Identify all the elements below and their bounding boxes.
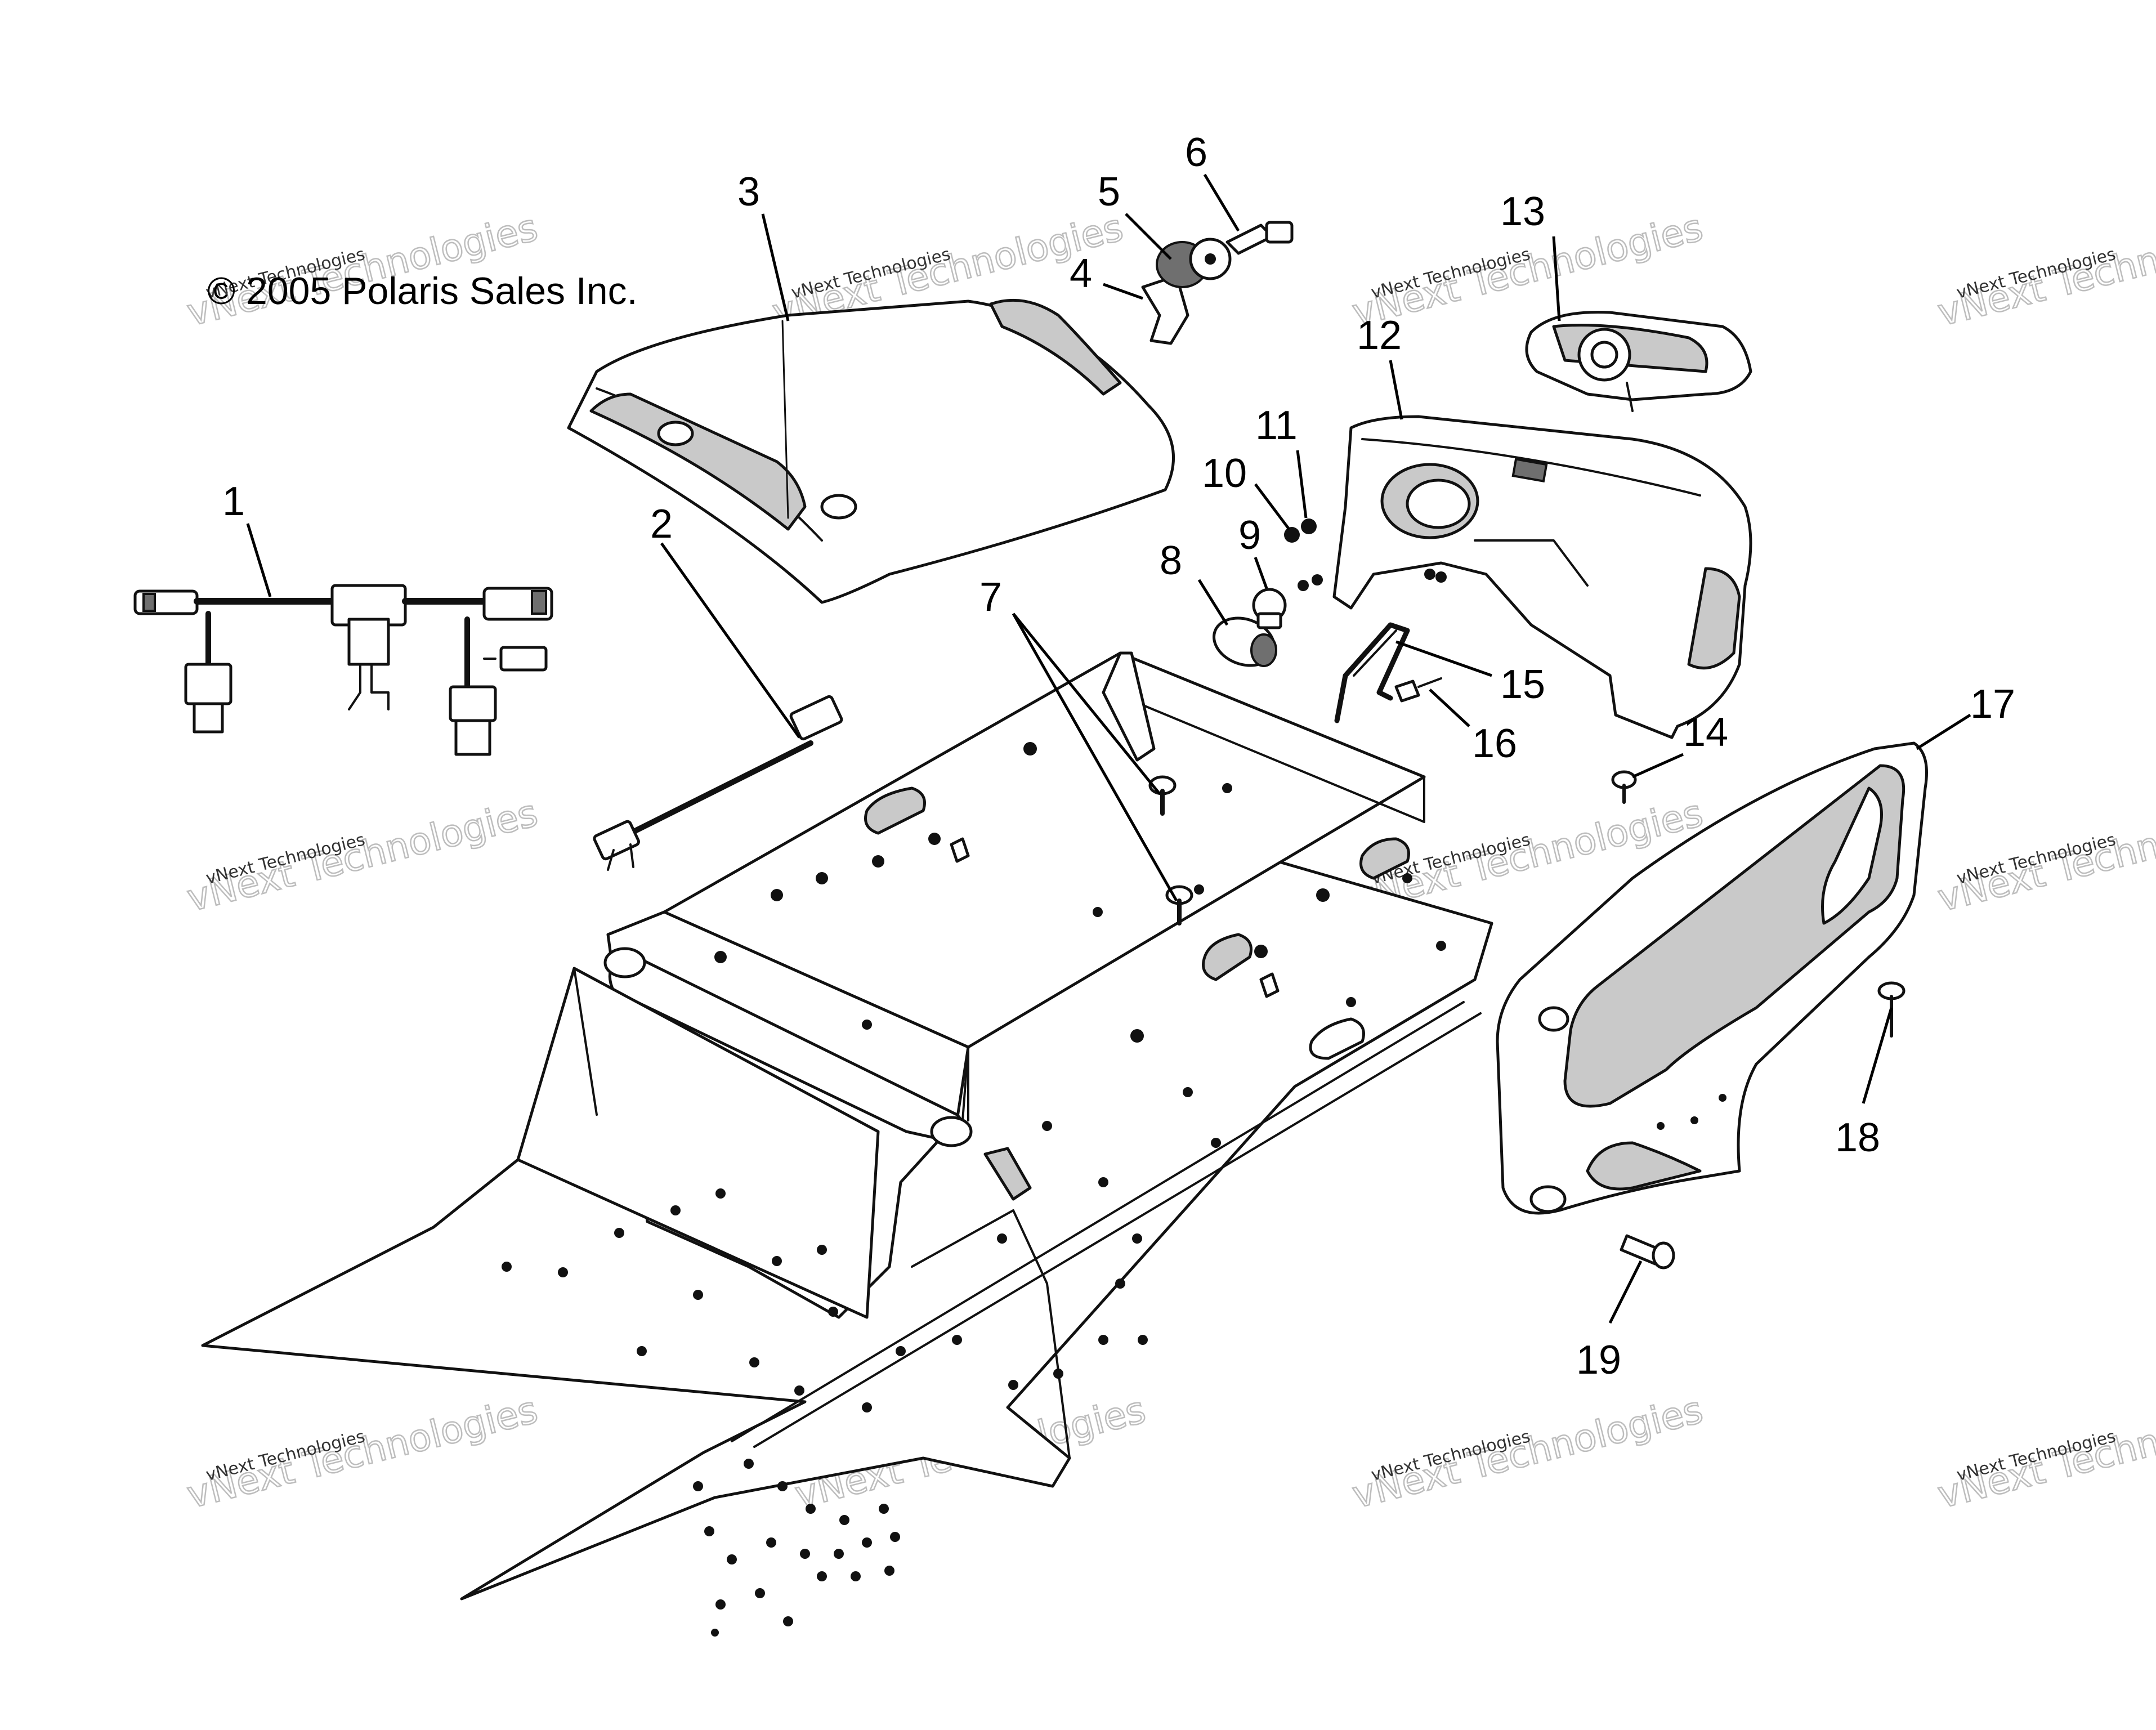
svg-text:vNext Technologies: vNext Technologies [183,791,542,920]
callout-4: 4 [1070,251,1092,296]
callout-15: 15 [1500,662,1545,707]
callout-7: 7 [979,575,1002,620]
callout-1: 1 [222,479,245,524]
callout-10: 10 [1202,451,1247,496]
part-3-storage-lid [567,298,1175,604]
callout-17: 17 [1970,682,2015,727]
callout-6: 6 [1185,130,1207,175]
callout-8: 8 [1160,538,1182,583]
part-12-taillight-housing [1298,415,1752,739]
callout-5: 5 [1098,169,1120,214]
part-15-wire-bracket [1334,622,1410,723]
part-18-push-rivet [1877,981,1905,1038]
part-13-taillight-lens [1525,310,1752,412]
watermark: vNext Technologies vNext Technologies [182,1387,543,1518]
callout-18: 18 [1835,1115,1880,1160]
svg-text:vNext Technologies: vNext Technologies [183,1388,542,1517]
callout-labels: 1 2 3 4 5 6 7 8 9 10 11 12 13 14 15 16 1… [222,130,2015,1383]
tunnel-chassis [201,651,1493,1637]
part-16-clip [1394,677,1442,703]
part-17-side-panel [1496,741,1928,1215]
callout-12: 12 [1357,313,1402,358]
svg-text:vNext Technologies: vNext Technologies [1348,1388,1707,1517]
part-5-lock-cylinder [1156,238,1232,288]
part-1-wiring-harness [133,584,553,756]
leader-lines [246,173,1971,1324]
rivet-holes [502,742,1446,1637]
part-14-screw [1611,770,1637,804]
part-19-pin [1620,1234,1675,1269]
watermark: vNext Technologies vNext Technologies [182,205,543,336]
callout-14: 14 [1683,710,1728,755]
part-6-key [1225,221,1294,255]
callout-11: 11 [1255,403,1298,448]
part-2-light-harness [593,695,843,871]
part-9-bulb [1252,588,1287,629]
watermark: vNext Technologies vNext Technologies [1933,205,2156,336]
watermark: vNext Technologies vNext Technologies [1933,790,2156,921]
watermark: vNext Technologies vNext Technologies [1348,1387,1708,1518]
callout-16: 16 [1472,721,1517,766]
callout-2: 2 [650,502,673,547]
watermark: vNext Technologies vNext Technologies [182,790,543,921]
callout-19: 19 [1576,1338,1621,1383]
watermark: vNext Technologies vNext Technologies [1933,1387,2156,1518]
part-7-bolt-lower [1165,885,1193,926]
copyright-notice: © 2005 Polaris Sales Inc. [207,270,638,312]
part-8-bulb-socket [1213,616,1277,667]
callout-3: 3 [737,169,760,214]
part-11-nut [1301,518,1317,534]
callout-13: 13 [1500,189,1545,234]
part-10-nut [1284,527,1300,543]
callout-9: 9 [1238,513,1261,558]
